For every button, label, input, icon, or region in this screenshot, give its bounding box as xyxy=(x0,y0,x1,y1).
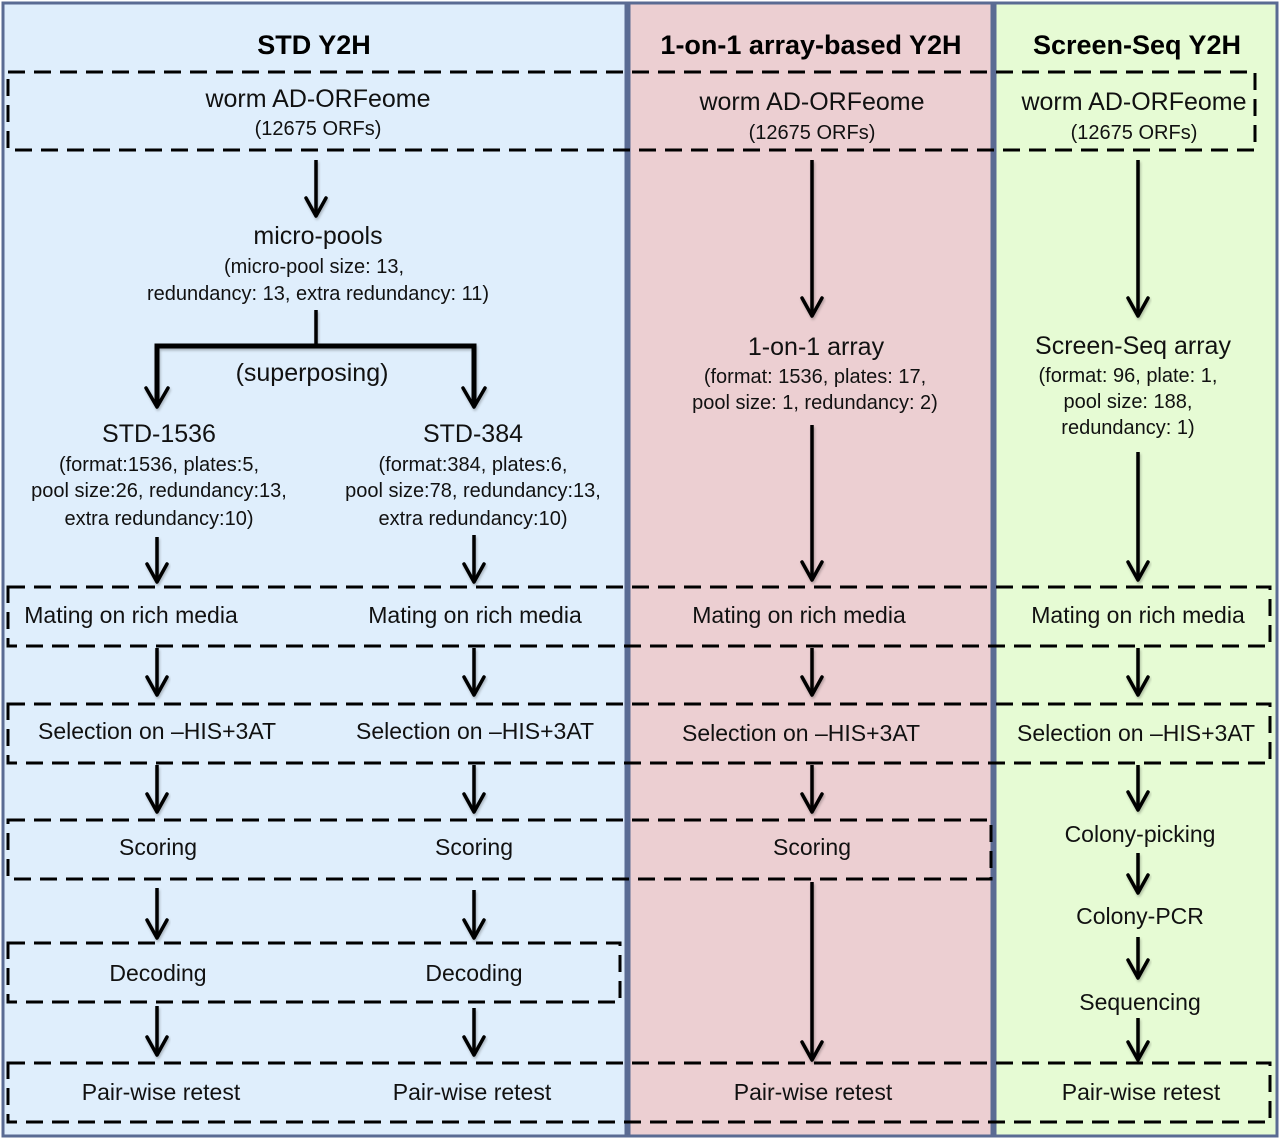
arrow-icon xyxy=(1126,452,1150,582)
micro-pools-name: micro-pools xyxy=(253,222,382,250)
arrow-icon xyxy=(1126,853,1150,895)
mating-label-std384: Mating on rich media xyxy=(368,602,582,628)
std384-name: STD-384 xyxy=(423,420,523,448)
branch-connector xyxy=(144,310,487,409)
selection-label-screen-seq: Selection on –HIS+3AT xyxy=(1017,720,1255,746)
arrow-icon xyxy=(800,882,824,1062)
selection-label-one-on-one: Selection on –HIS+3AT xyxy=(682,720,920,746)
arrow-icon xyxy=(800,765,824,814)
decoding-row-box xyxy=(6,941,622,1004)
micro-pools-detail-line-2: redundancy: 13, extra redundancy: 11) xyxy=(147,283,489,305)
column-title-one-on-one: 1-on-1 array-based Y2H xyxy=(660,30,961,60)
retest-label-std384: Pair-wise retest xyxy=(393,1079,552,1105)
arrow-icon xyxy=(462,765,486,814)
arrow-icon xyxy=(1126,160,1150,318)
std1536-detail-line-3: extra redundancy:10) xyxy=(64,508,253,530)
arrow-icon xyxy=(145,765,169,814)
std1536-detail-line-2: pool size:26, redundancy:13, xyxy=(31,480,287,502)
colony-picking-label: Colony-picking xyxy=(1065,821,1216,847)
column-screen-seq-background xyxy=(993,1,1279,1138)
one-on-one-array-detail-line-1: (format: 1536, plates: 17, xyxy=(704,366,926,388)
arrow-icon xyxy=(1126,1018,1150,1062)
std384-detail-line-1: (format:384, plates:6, xyxy=(379,454,568,476)
selection-row-box xyxy=(6,702,1272,765)
screen-seq-array-detail-line-3: redundancy: 1) xyxy=(1061,417,1194,439)
arrow-icon xyxy=(145,1006,169,1057)
scoring-label-std384: Scoring xyxy=(435,834,513,860)
arrow-icon xyxy=(800,648,824,697)
arrow-icon xyxy=(1126,937,1150,980)
library-name-screen-seq: worm AD-ORFeome xyxy=(1020,88,1246,116)
arrow-icon xyxy=(1126,765,1150,812)
std1536-name: STD-1536 xyxy=(102,420,216,448)
sequencing-label: Sequencing xyxy=(1079,989,1201,1015)
library-name-one-on-one: worm AD-ORFeome xyxy=(698,88,924,116)
mating-label-screen-seq: Mating on rich media xyxy=(1031,602,1245,628)
arrow-icon xyxy=(462,890,486,940)
std384-detail-line-3: extra redundancy:10) xyxy=(378,508,567,530)
library-detail-screen-seq: (12675 ORFs) xyxy=(1071,122,1198,144)
decoding-label-std384: Decoding xyxy=(425,960,522,986)
retest-label-screen-seq: Pair-wise retest xyxy=(1062,1079,1221,1105)
arrow-icon xyxy=(462,1008,486,1057)
retest-row-box xyxy=(6,1061,1272,1124)
mating-row-box xyxy=(6,585,1272,648)
retest-label-one-on-one: Pair-wise retest xyxy=(734,1079,893,1105)
scoring-label-std1536: Scoring xyxy=(119,834,197,860)
screen-seq-array-name: Screen-Seq array xyxy=(1035,332,1231,360)
micro-pools-detail-line-1: (micro-pool size: 13, xyxy=(224,256,404,278)
decoding-label-std1536: Decoding xyxy=(109,960,206,986)
one-on-one-array-detail-line-2: pool size: 1, redundancy: 2) xyxy=(692,392,938,414)
arrow-icon xyxy=(145,888,169,940)
superposing-label: (superposing) xyxy=(236,359,389,387)
std1536-detail-line-1: (format:1536, plates:5, xyxy=(59,454,259,476)
screen-seq-array-detail-line-1: (format: 96, plate: 1, xyxy=(1039,365,1218,387)
screen-seq-array-detail-line-2: pool size: 188, xyxy=(1064,391,1193,413)
mating-label-std1536: Mating on rich media xyxy=(24,602,238,628)
library-name-std: worm AD-ORFeome xyxy=(204,85,430,113)
selection-label-std384: Selection on –HIS+3AT xyxy=(356,718,594,744)
arrow-icon xyxy=(1126,648,1150,697)
one-on-one-array-name: 1-on-1 array xyxy=(748,333,885,361)
library-detail-std: (12675 ORFs) xyxy=(255,118,382,140)
arrow-icon xyxy=(462,648,486,697)
scoring-row-box xyxy=(6,818,993,881)
selection-label-std1536: Selection on –HIS+3AT xyxy=(38,718,276,744)
colony-pcr-label: Colony-PCR xyxy=(1076,903,1204,929)
arrow-icon xyxy=(145,648,169,697)
arrow-icon xyxy=(304,160,328,218)
arrow-icon xyxy=(462,535,486,584)
column-title-screen-seq: Screen-Seq Y2H xyxy=(1033,30,1241,60)
arrow-icon xyxy=(800,425,824,582)
arrow-icon xyxy=(800,160,824,318)
scoring-label-one-on-one: Scoring xyxy=(773,834,851,860)
retest-label-std1536: Pair-wise retest xyxy=(82,1079,241,1105)
library-detail-one-on-one: (12675 ORFs) xyxy=(749,122,876,144)
std384-detail-line-2: pool size:78, redundancy:13, xyxy=(345,480,601,502)
library-row-box xyxy=(6,70,1257,152)
mating-label-one-on-one: Mating on rich media xyxy=(692,602,906,628)
arrow-icon xyxy=(145,537,169,584)
column-title-std: STD Y2H xyxy=(257,30,371,60)
